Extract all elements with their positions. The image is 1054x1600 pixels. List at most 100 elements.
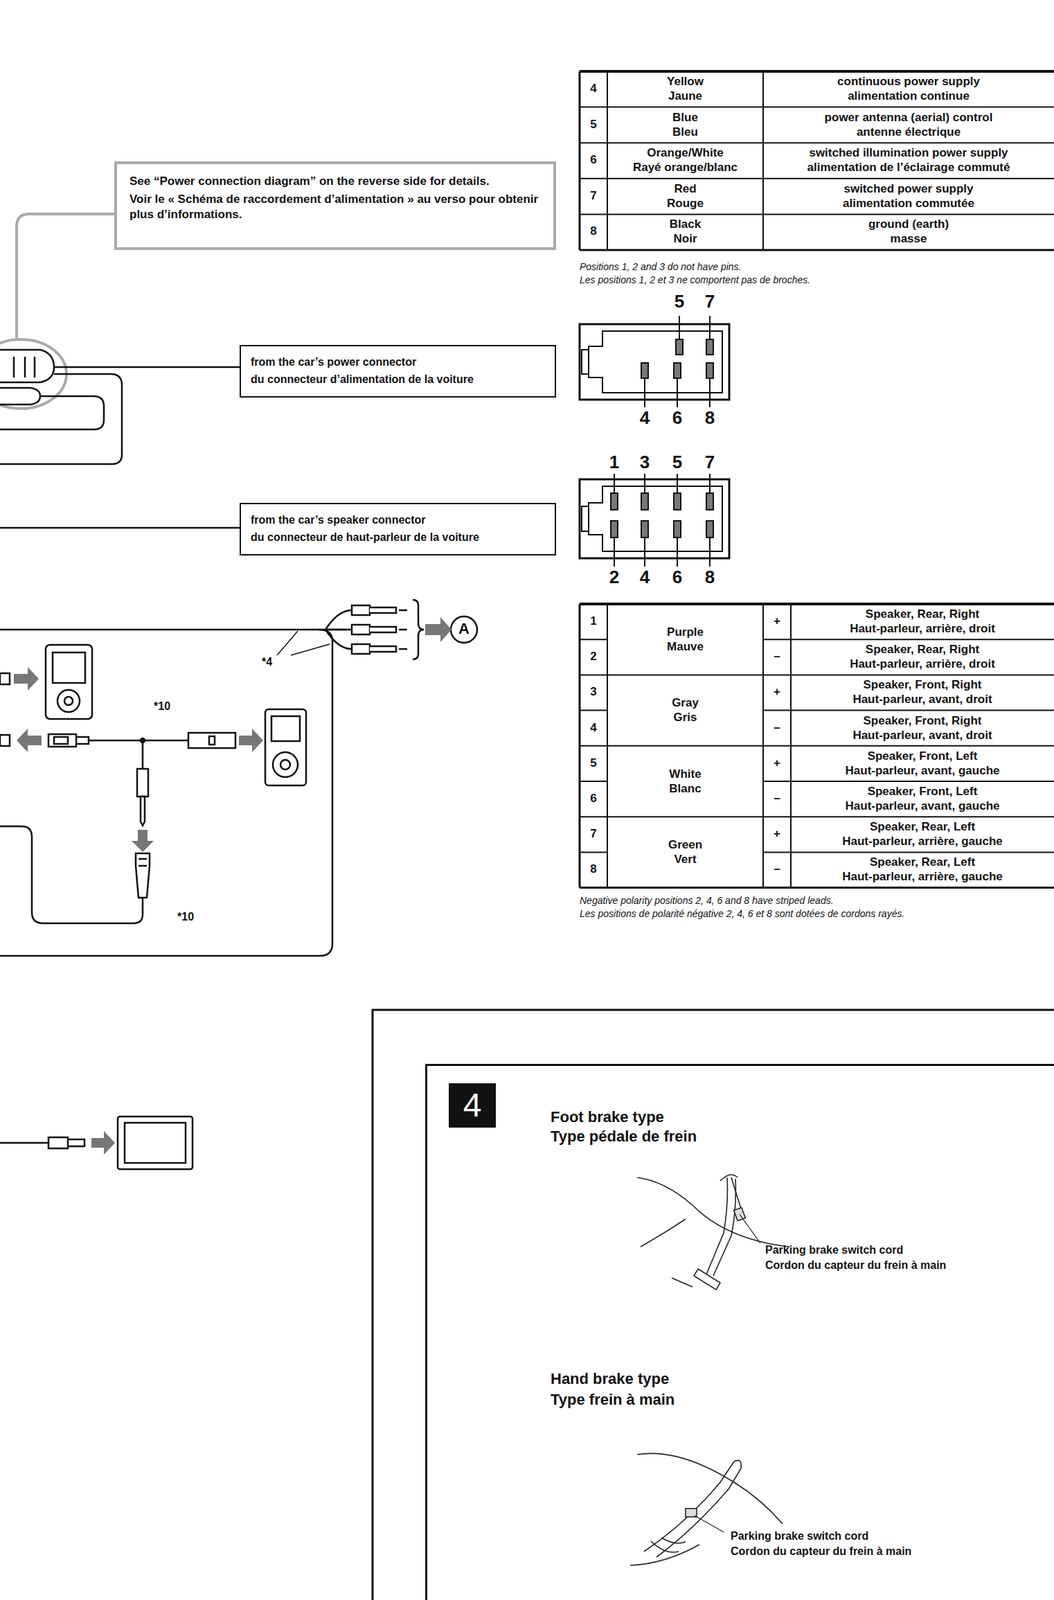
table-cell: Red xyxy=(607,182,764,196)
pin-number: 8 xyxy=(695,566,724,588)
callout-letter: A xyxy=(450,619,478,638)
callout-number: *10 xyxy=(177,909,212,924)
table-cell: alimentation continue xyxy=(763,89,1054,104)
table-cell: Haut-parleur, arrière, droit xyxy=(790,657,1054,672)
table-cell: Gray xyxy=(607,695,764,710)
pin-number: 5 xyxy=(663,451,692,473)
table-cell: Bleu xyxy=(607,125,764,140)
table-cell: Noir xyxy=(607,231,764,246)
table-cell: Speaker, Rear, Right xyxy=(790,607,1054,622)
section-heading: Type frein à main xyxy=(550,1389,675,1410)
note-text: Les positions de polarité négative 2, 4,… xyxy=(579,907,1051,920)
table-cell: Speaker, Front, Right xyxy=(790,677,1054,692)
table-cell: alimentation de l’éclairage commuté xyxy=(763,160,1054,175)
pin-number: 8 xyxy=(579,224,608,239)
table-cell: Yellow xyxy=(607,74,764,89)
part-label: Parking brake switch cord xyxy=(765,1243,904,1257)
polarity-sign: – xyxy=(763,720,791,735)
pin-number: 3 xyxy=(630,451,659,473)
table-cell: Speaker, Front, Right xyxy=(790,713,1054,728)
part-label: Parking brake switch cord xyxy=(730,1529,869,1543)
pin-number: 1 xyxy=(579,614,608,629)
polarity-sign: – xyxy=(763,649,791,664)
pin-number: 1 xyxy=(600,451,629,473)
table-cell: Haut-parleur, avant, droit xyxy=(790,692,1054,707)
table-cell: Speaker, Front, Left xyxy=(790,749,1054,764)
table-cell: ground (earth) xyxy=(763,217,1054,232)
table-cell: Speaker, Rear, Left xyxy=(790,819,1054,834)
table-cell: masse xyxy=(763,231,1054,246)
section-heading: Hand brake type xyxy=(550,1369,669,1389)
part-label: Cordon du capteur du frein à main xyxy=(730,1544,912,1559)
devices xyxy=(0,644,307,1169)
pin-number: 6 xyxy=(663,407,692,429)
table-cell: Green xyxy=(607,837,764,852)
box-text: 4 xyxy=(448,1083,496,1128)
note-text: Les positions 1, 2 et 3 ne comportent pa… xyxy=(579,274,1051,287)
box-text: du connecteur d’alimentation de la voitu… xyxy=(250,371,546,387)
note-box: See “Power connection diagram” on the re… xyxy=(114,161,557,250)
pin-number: 5 xyxy=(579,756,608,771)
table-cell: Speaker, Rear, Left xyxy=(790,855,1054,870)
brake-panel: Foot brake typeType pédale de freinParki… xyxy=(425,1063,1054,1600)
polarity-sign: – xyxy=(763,791,791,806)
harness-wires xyxy=(0,213,478,956)
table-cell: Haut-parleur, avant, droit xyxy=(790,728,1054,743)
table-cell: Purple xyxy=(607,625,764,640)
pin-number: 8 xyxy=(695,407,724,429)
pin-number: 6 xyxy=(663,566,692,588)
arrows xyxy=(13,617,452,1155)
table-cell: Speaker, Rear, Right xyxy=(790,642,1054,657)
box-text: from the car’s power connector xyxy=(250,354,546,370)
table-cell: Gris xyxy=(607,710,764,725)
table-cell: Blue xyxy=(607,110,764,125)
pin-number: 5 xyxy=(665,290,694,313)
polarity-sign: + xyxy=(763,684,791,699)
table-cell: Vert xyxy=(607,852,764,867)
box-text: See “Power connection diagram” on the re… xyxy=(129,173,541,190)
pin-number: 7 xyxy=(695,451,724,473)
table-cell: Jaune xyxy=(607,89,764,104)
power-connector-drawing xyxy=(579,315,730,408)
table-cell: White xyxy=(607,767,764,782)
table-cell: Haut-parleur, arrière, droit xyxy=(790,621,1054,636)
note-text: Positions 1, 2 and 3 do not have pins. xyxy=(579,261,1051,273)
pin-number: 2 xyxy=(579,649,608,664)
polarity-sign: + xyxy=(763,826,791,841)
callout-number: *4 xyxy=(261,655,297,669)
table-cell: switched power supply xyxy=(763,182,1054,196)
brake-panel-frame xyxy=(372,1009,1054,1600)
pin-number: 8 xyxy=(579,862,608,877)
table-cell: Haut-parleur, arrière, gauche xyxy=(790,834,1054,849)
table-cell: Rouge xyxy=(607,196,764,211)
table-cell: Haut-parleur, avant, gauche xyxy=(790,763,1054,778)
callout-number: *10 xyxy=(153,699,189,713)
table-cell: power antenna (aerial) control xyxy=(763,110,1054,125)
polarity-sign: – xyxy=(763,862,791,877)
polarity-sign: + xyxy=(763,614,791,629)
part-label: Cordon du capteur du frein à main xyxy=(765,1258,946,1273)
table-cell: continuous power supply xyxy=(763,74,1054,89)
pin-number: 7 xyxy=(695,290,724,313)
box-text: from the car’s speaker connector xyxy=(250,512,546,527)
foot-brake-illustration xyxy=(637,1174,790,1290)
table-cell: Haut-parleur, avant, gauche xyxy=(790,799,1054,814)
table-cell: alimentation commutée xyxy=(763,196,1054,211)
speaker-connector-drawing xyxy=(579,473,730,567)
step-number: 4 xyxy=(448,1083,496,1128)
pin-number: 7 xyxy=(579,826,608,841)
table-cell: Haut-parleur, arrière, gauche xyxy=(790,869,1054,884)
pin-number: 6 xyxy=(579,791,608,806)
pin-number: 5 xyxy=(579,117,608,132)
box-text: Voir le « Schéma de raccordement d’alime… xyxy=(129,191,541,223)
section-heading: Type pédale de frein xyxy=(550,1126,697,1147)
source-box: from the car’s speaker connector du conne… xyxy=(239,502,557,556)
table-cell: Mauve xyxy=(607,639,764,654)
table-cell: Black xyxy=(607,217,764,232)
table-cell: Speaker, Front, Left xyxy=(790,784,1054,799)
table-cell: Rayé orange/blanc xyxy=(607,160,764,175)
pin-number: 4 xyxy=(630,407,659,429)
pin-number: 3 xyxy=(579,684,608,699)
box-text: du connecteur de haut-parleur de la voit… xyxy=(250,529,546,545)
